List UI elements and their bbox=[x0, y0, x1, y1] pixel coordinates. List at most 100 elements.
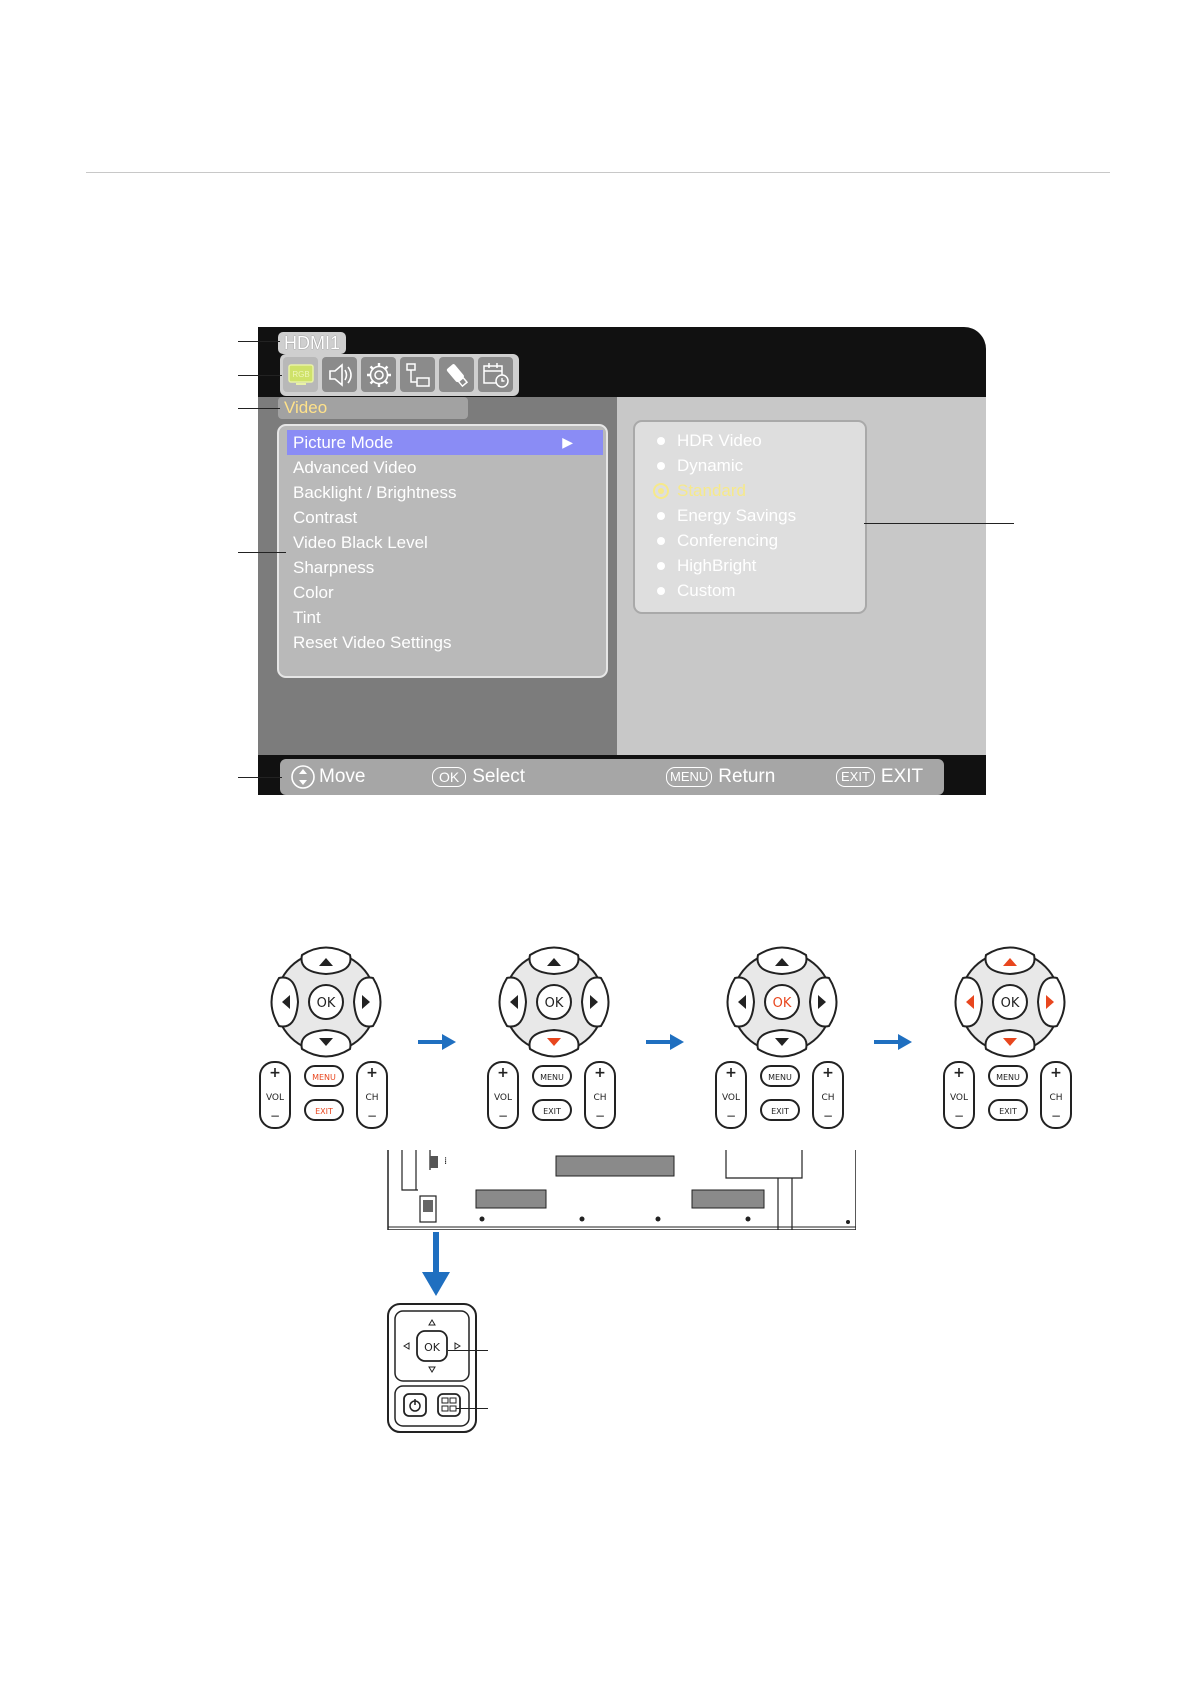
menu-item-label: Picture Mode bbox=[293, 433, 394, 452]
svg-text:⁞: ⁞ bbox=[444, 1156, 447, 1167]
svg-text:OK: OK bbox=[424, 1341, 441, 1354]
menu-item-sharpness[interactable]: Sharpness bbox=[293, 558, 375, 577]
svg-text:−: − bbox=[270, 1109, 280, 1123]
rgb-icon[interactable]: RGB bbox=[283, 357, 318, 392]
svg-text:RGB: RGB bbox=[292, 370, 309, 379]
option-conferencing[interactable]: Conferencing bbox=[653, 528, 778, 553]
svg-text:VOL: VOL bbox=[950, 1093, 968, 1103]
svg-text:+: + bbox=[269, 1065, 281, 1081]
option-energy-savings[interactable]: Energy Savings bbox=[653, 503, 796, 528]
callout-line-menu bbox=[238, 552, 286, 553]
option-label: Custom bbox=[677, 581, 736, 600]
remote-step-2: OK MENU EXIT + VOL − + CH − bbox=[487, 946, 616, 1129]
menu-item-picture-mode[interactable]: Picture Mode ▶ bbox=[287, 430, 603, 455]
menu-item-color[interactable]: Color bbox=[293, 583, 334, 602]
option-label: Standard bbox=[677, 481, 746, 500]
menu-item-contrast[interactable]: Contrast bbox=[293, 508, 358, 527]
submenu-arrow-icon: ▶ bbox=[562, 434, 573, 450]
menu-item-backlight-brightness[interactable]: Backlight / Brightness bbox=[293, 483, 457, 502]
svg-text:VOL: VOL bbox=[722, 1093, 740, 1103]
callout-line-icons bbox=[238, 375, 282, 376]
radio-dot bbox=[657, 537, 665, 545]
hint-move-label: Move bbox=[319, 766, 366, 787]
radio-dot bbox=[657, 562, 665, 570]
ok-key-icon: OK bbox=[432, 767, 467, 787]
hint-select-label: Select bbox=[472, 766, 526, 787]
svg-text:−: − bbox=[595, 1109, 605, 1123]
svg-text:MENU: MENU bbox=[768, 1073, 792, 1082]
menu-list: Picture Mode ▶ Advanced Video Backlight … bbox=[277, 424, 608, 678]
callout-line-source bbox=[238, 341, 280, 342]
picture-mode-options: HDR Video Dynamic Standard Energy Saving… bbox=[633, 420, 867, 614]
option-label: Conferencing bbox=[677, 531, 779, 550]
svg-text:−: − bbox=[367, 1109, 377, 1123]
svg-text:EXIT: EXIT bbox=[315, 1107, 333, 1116]
svg-text:+: + bbox=[497, 1065, 509, 1081]
option-standard[interactable]: Standard bbox=[653, 478, 746, 503]
option-dynamic[interactable]: Dynamic bbox=[653, 453, 743, 478]
svg-text:VOL: VOL bbox=[266, 1093, 284, 1103]
svg-text:VOL: VOL bbox=[494, 1093, 512, 1103]
radio-dot bbox=[657, 512, 665, 520]
network-icon[interactable] bbox=[400, 357, 435, 392]
svg-text:−: − bbox=[1051, 1109, 1061, 1123]
monitor-back-panel: ⁞ bbox=[387, 1150, 856, 1230]
remote-step-3: OK MENU EXIT + VOL − + CH − bbox=[715, 946, 844, 1129]
menu-item-tint[interactable]: Tint bbox=[293, 608, 321, 627]
svg-text:OK: OK bbox=[773, 996, 792, 1011]
menu-item-advanced-video[interactable]: Advanced Video bbox=[293, 458, 417, 477]
hint-exit: EXIT EXIT bbox=[836, 764, 923, 790]
svg-text:OK: OK bbox=[545, 996, 564, 1011]
usb-icon[interactable] bbox=[439, 357, 474, 392]
option-custom[interactable]: Custom bbox=[653, 578, 736, 603]
menu-item-reset-video-settings[interactable]: Reset Video Settings bbox=[293, 633, 452, 652]
svg-text:−: − bbox=[726, 1109, 736, 1123]
callout-line-category bbox=[238, 408, 280, 409]
step-arrow-3 bbox=[874, 1034, 912, 1050]
osd-screen: HDMI1 RGB Video Picture Mode ▶ Advanced … bbox=[258, 327, 986, 795]
radio-dot bbox=[657, 587, 665, 595]
svg-text:EXIT: EXIT bbox=[543, 1107, 561, 1116]
hint-exit-label: EXIT bbox=[880, 766, 924, 787]
svg-text:−: − bbox=[954, 1109, 964, 1123]
remote-step-1: OK MENU EXIT + VOL − + CH − bbox=[259, 946, 388, 1129]
control-keypad: OK bbox=[387, 1303, 477, 1433]
exit-key-icon: EXIT bbox=[836, 767, 875, 787]
schedule-icon[interactable] bbox=[478, 357, 513, 392]
menu-key-icon: MENU bbox=[666, 767, 713, 787]
svg-text:CH: CH bbox=[821, 1093, 834, 1103]
svg-text:EXIT: EXIT bbox=[999, 1107, 1017, 1116]
menu-item-video-black-level[interactable]: Video Black Level bbox=[293, 533, 428, 552]
svg-text:+: + bbox=[725, 1065, 737, 1081]
gear-icon[interactable] bbox=[361, 357, 396, 392]
callout-line-options bbox=[864, 523, 1014, 524]
step-arrow-1 bbox=[418, 1034, 456, 1050]
svg-text:+: + bbox=[366, 1065, 378, 1081]
remote-steps: OK MENU EXIT + VOL − + CH − OK MENU EXIT… bbox=[259, 946, 1072, 1129]
callout-line-ok bbox=[448, 1350, 488, 1351]
svg-text:−: − bbox=[498, 1109, 508, 1123]
option-hdr-video[interactable]: HDR Video bbox=[653, 428, 762, 453]
header-rule bbox=[86, 172, 1110, 173]
category-icon-bar: RGB bbox=[280, 354, 519, 396]
option-highbright[interactable]: HighBright bbox=[653, 553, 756, 578]
radio-dot bbox=[657, 462, 665, 470]
svg-text:CH: CH bbox=[365, 1093, 378, 1103]
hint-select: OK Select bbox=[432, 764, 525, 790]
step-arrow-2 bbox=[646, 1034, 684, 1050]
option-label: Energy Savings bbox=[677, 506, 797, 525]
radio-selected-icon bbox=[653, 483, 669, 499]
category-title: Video bbox=[278, 397, 468, 419]
svg-text:MENU: MENU bbox=[996, 1073, 1020, 1082]
svg-text:CH: CH bbox=[593, 1093, 606, 1103]
speaker-icon[interactable] bbox=[322, 357, 357, 392]
input-source-label: HDMI1 bbox=[278, 332, 347, 354]
svg-text:OK: OK bbox=[317, 996, 336, 1011]
svg-text:+: + bbox=[594, 1065, 606, 1081]
svg-text:−: − bbox=[823, 1109, 833, 1123]
option-label: HighBright bbox=[677, 556, 757, 575]
updown-icon bbox=[291, 765, 315, 789]
hint-move: Move bbox=[290, 764, 365, 790]
remote-step-4: OK MENU EXIT + VOL − + CH − bbox=[943, 946, 1072, 1129]
radio-dot bbox=[657, 437, 665, 445]
